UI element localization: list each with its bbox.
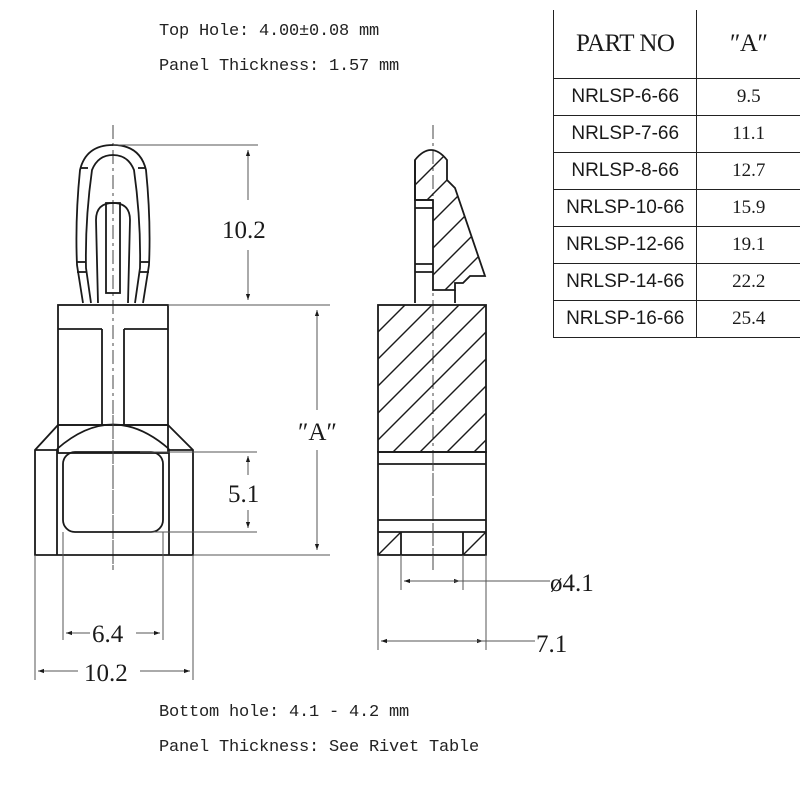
- top-panel-thickness-note: Panel Thickness: 1.57 mm: [159, 57, 400, 76]
- part-no-cell: NRLSP-12-66: [553, 226, 698, 264]
- table-row: NRLSP-8-66 12.7: [553, 152, 800, 190]
- header-part-no: PART NO: [553, 10, 698, 79]
- a-value-cell: 15.9: [696, 189, 800, 227]
- a-value-cell: 22.2: [696, 263, 800, 301]
- parts-table-header: PART NO ″A″: [553, 10, 800, 79]
- table-row: NRLSP-10-66 15.9: [553, 189, 800, 227]
- dim-window-height: 5.1: [228, 481, 259, 508]
- a-value-cell: 9.5: [696, 78, 800, 116]
- table-row: NRLSP-12-66 19.1: [553, 226, 800, 264]
- dim-tip-height: 10.2: [222, 217, 266, 244]
- bottom-hole-note: Bottom hole: 4.1 - 4.2 mm: [159, 703, 410, 722]
- dim-body-height: ″A″: [298, 419, 337, 446]
- a-value-cell: 25.4: [696, 300, 800, 338]
- dim-inner-width: 6.4: [92, 621, 124, 648]
- table-row: NRLSP-6-66 9.5: [553, 78, 800, 116]
- table-row: NRLSP-16-66 25.4: [553, 300, 800, 338]
- front-view: 10.2 ″A″ 5.1 6.4 10.2: [34, 125, 337, 687]
- part-no-cell: NRLSP-10-66: [553, 189, 698, 227]
- top-hole-note: Top Hole: 4.00±0.08 mm: [159, 22, 380, 41]
- a-value-cell: 11.1: [696, 115, 800, 153]
- table-row: NRLSP-7-66 11.1: [553, 115, 800, 153]
- part-no-cell: NRLSP-7-66: [553, 115, 698, 153]
- part-no-cell: NRLSP-8-66: [553, 152, 698, 190]
- a-value-cell: 12.7: [696, 152, 800, 190]
- part-no-cell: NRLSP-16-66: [553, 300, 698, 338]
- a-value-cell: 19.1: [696, 226, 800, 264]
- dim-side-hole-diameter: ø4.1: [550, 570, 594, 597]
- parts-table: PART NO ″A″ NRLSP-6-66 9.5 NRLSP-7-66 11…: [553, 10, 800, 338]
- bottom-panel-thickness-note: Panel Thickness: See Rivet Table: [159, 738, 480, 757]
- dim-side-width: 7.1: [536, 631, 567, 658]
- part-no-cell: NRLSP-14-66: [553, 263, 698, 301]
- header-a: ″A″: [730, 30, 768, 57]
- table-row: NRLSP-14-66 22.2: [553, 263, 800, 301]
- dim-outer-width: 10.2: [84, 660, 128, 687]
- part-no-cell: NRLSP-6-66: [553, 78, 698, 116]
